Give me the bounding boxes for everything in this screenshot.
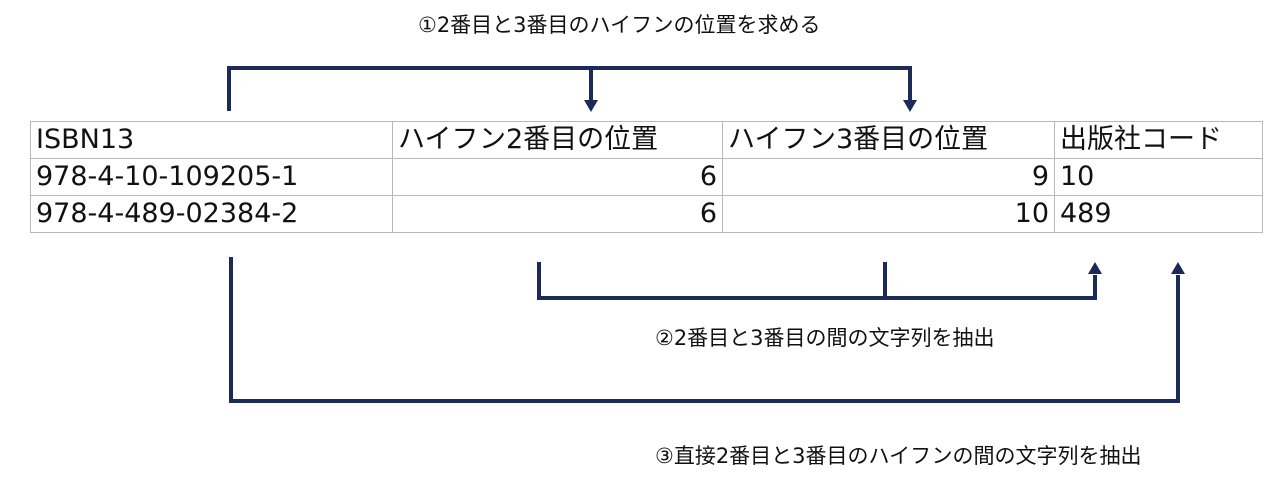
publisher-code-cell[interactable]: 489	[1054, 195, 1263, 233]
header-publisher-code[interactable]: 出版社コード	[1054, 121, 1263, 159]
table-row: 978-4-10-109205-1 6 9 10	[30, 158, 1263, 196]
isbn-table: ISBN13 ハイフン2番目の位置 ハイフン3番目の位置 出版社コード 978-…	[30, 121, 1263, 233]
step3-arrowhead	[1171, 262, 1185, 274]
isbn-cell[interactable]: 978-4-489-02384-2	[30, 195, 393, 233]
step1-arrowhead-third	[903, 100, 917, 112]
step1-caption: ①2番目と3番目のハイフンの位置を求める	[418, 13, 821, 37]
step2-bracket-line	[537, 262, 1097, 300]
step1-arrowhead-second	[584, 100, 598, 112]
header-isbn13[interactable]: ISBN13	[30, 121, 393, 159]
table-row: 978-4-489-02384-2 6 10 489	[30, 195, 1263, 233]
step3-caption: ③直接2番目と3番目のハイフンの間の文字列を抽出	[655, 444, 1142, 468]
publisher-code-cell[interactable]: 10	[1054, 158, 1263, 196]
third-hyphen-cell[interactable]: 9	[722, 158, 1055, 196]
second-hyphen-cell[interactable]: 6	[392, 195, 723, 233]
step3-bracket-line	[229, 257, 1180, 403]
step2-caption: ②2番目と3番目の間の文字列を抽出	[655, 326, 995, 350]
step1-bracket-line	[227, 66, 912, 111]
third-hyphen-cell[interactable]: 10	[722, 195, 1055, 233]
header-third-hyphen-position[interactable]: ハイフン3番目の位置	[722, 121, 1055, 159]
second-hyphen-cell[interactable]: 6	[392, 158, 723, 196]
isbn-cell[interactable]: 978-4-10-109205-1	[30, 158, 393, 196]
step2-arrowhead	[1088, 262, 1102, 274]
